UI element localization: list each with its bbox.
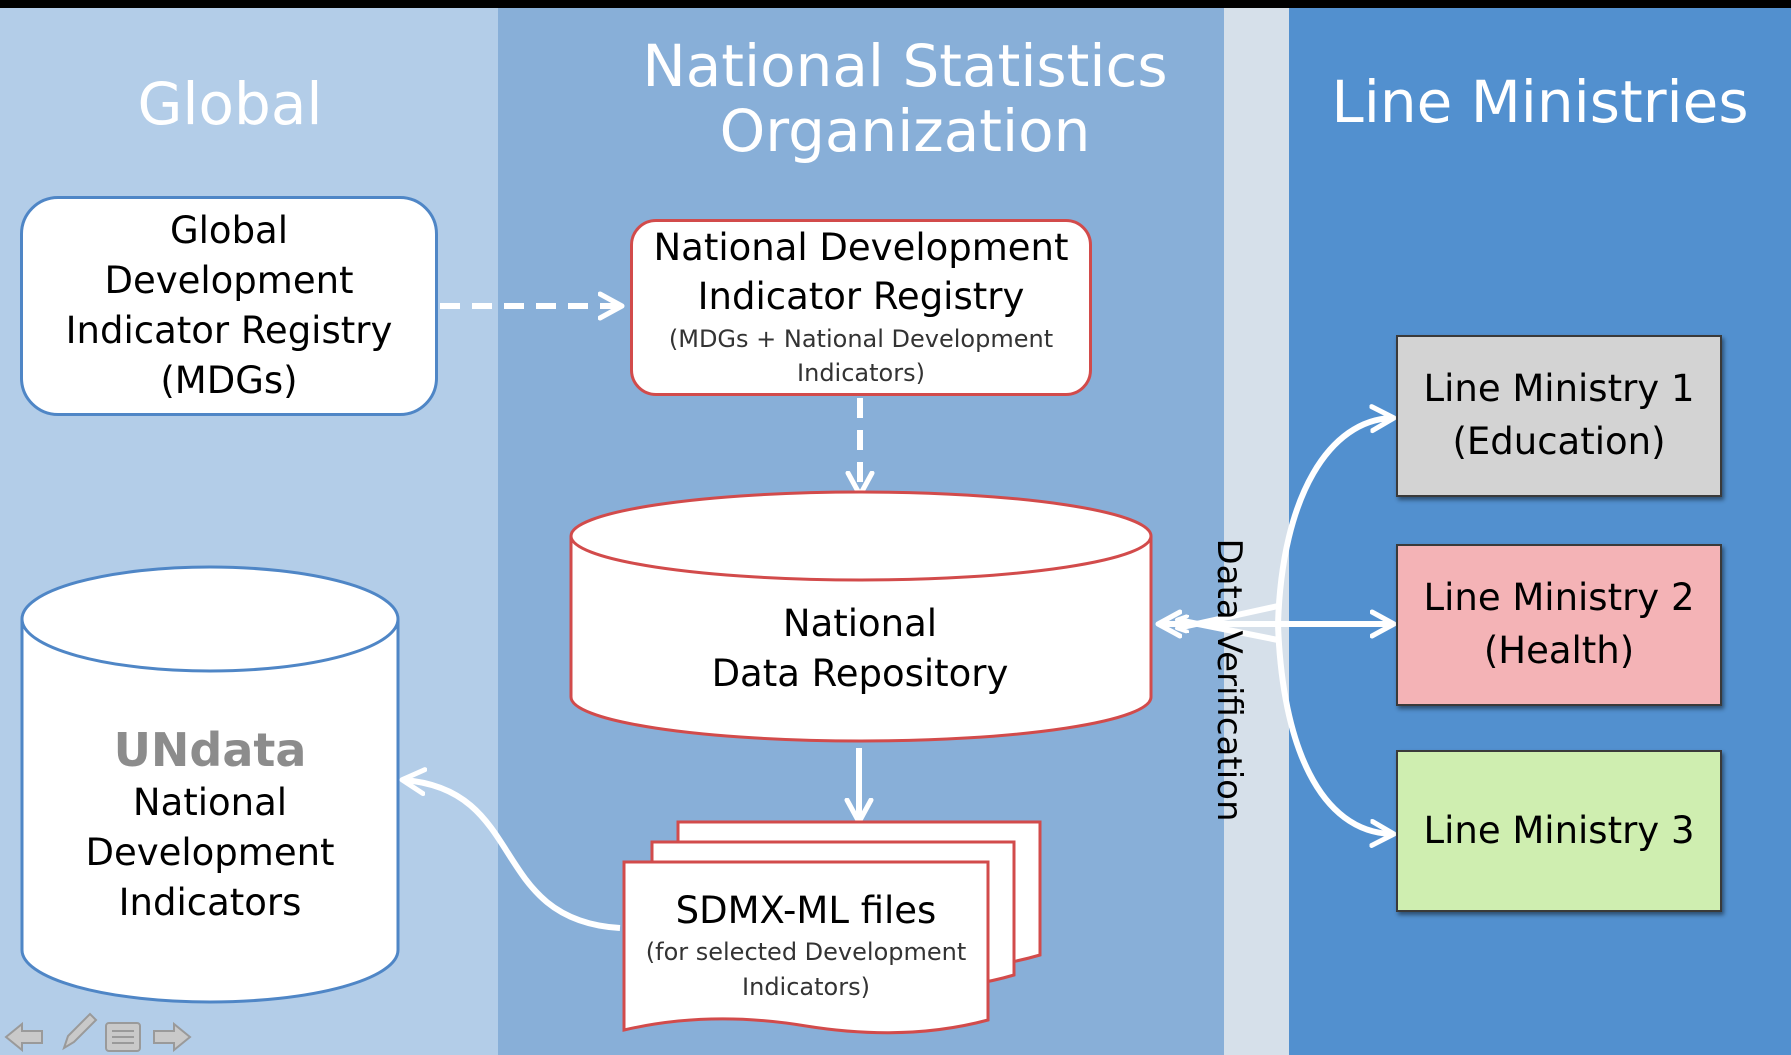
arrow-left-icon: [4, 1021, 43, 1053]
pencil-icon: [62, 1012, 98, 1051]
slide-menu-button[interactable]: [104, 1020, 144, 1054]
national-registry-title-1: National Development: [653, 225, 1069, 269]
global-registry-line-4: (MDGs): [160, 358, 298, 402]
sdmx-note-2: Indicators): [742, 973, 870, 1002]
national-registry-box: National Development Indicator Registry …: [630, 219, 1092, 396]
verification-arrows: [1160, 418, 1392, 834]
global-registry-line-1: Global: [169, 209, 289, 253]
prev-slide-button[interactable]: [4, 1020, 44, 1054]
ministry-health-box: Line Ministry 2 (Health): [1396, 544, 1722, 706]
national-registry-note-2: Indicators): [797, 359, 925, 388]
repository-label: National Data Repository: [600, 594, 1120, 704]
arrow-right-icon: [153, 1021, 192, 1053]
global-registry-line-2: Development: [104, 259, 354, 303]
undata-line-2: Development: [85, 830, 335, 874]
sdmx-note-1: (for selected Development: [645, 938, 967, 967]
ministry-3-line-1: Line Ministry 3: [1423, 808, 1695, 852]
repository-cylinder: [569, 490, 1153, 743]
data-verification-label: Data Verification: [1209, 538, 1249, 822]
undata-title: UNdata: [113, 722, 307, 777]
national-registry-note-1: (MDGs + National Development: [668, 324, 1054, 353]
next-slide-button[interactable]: [150, 1020, 192, 1054]
sdmx-label: SDMX-ML files (for selected Development …: [626, 882, 986, 1010]
ministry-1-line-2: (Education): [1452, 420, 1666, 463]
line-ministries-header: Line Ministries: [1331, 68, 1749, 136]
nso-header-line-2: Organization: [719, 96, 1091, 165]
repository-line-2: Data Repository: [711, 652, 1009, 695]
nso-header-line-1: National Statistics: [642, 32, 1168, 100]
arrow-sdmx-to-undata: [404, 780, 621, 931]
ministry-3-box: Line Ministry 3: [1396, 750, 1722, 912]
ministry-2-line-1: Line Ministry 2: [1423, 576, 1695, 620]
sdmx-document-stack: [622, 820, 1042, 1035]
pen-tool-button[interactable]: [60, 1012, 100, 1054]
global-header: Global: [137, 70, 323, 138]
ministry-1-line-1: Line Ministry 1: [1423, 367, 1695, 411]
nso-header: National Statistics Organization: [560, 34, 1250, 164]
undata-cylinder: [20, 565, 400, 1004]
repository-line-1: National: [782, 602, 938, 646]
undata-label: UNdata National Development Indicators: [30, 710, 390, 940]
verification-band: [1224, 8, 1289, 1055]
global-registry-line-3: Indicator Registry: [65, 309, 393, 352]
ministry-education-box: Line Ministry 1 (Education): [1396, 335, 1722, 497]
undata-line-3: Indicators: [118, 880, 302, 924]
ministry-2-line-2: (Health): [1483, 629, 1635, 672]
undata-line-1: National: [132, 780, 288, 824]
sdmx-title: SDMX-ML files: [675, 889, 937, 933]
national-registry-title-2: Indicator Registry: [697, 274, 1025, 318]
global-registry-box: Global Development Indicator Registry (M…: [20, 196, 438, 416]
